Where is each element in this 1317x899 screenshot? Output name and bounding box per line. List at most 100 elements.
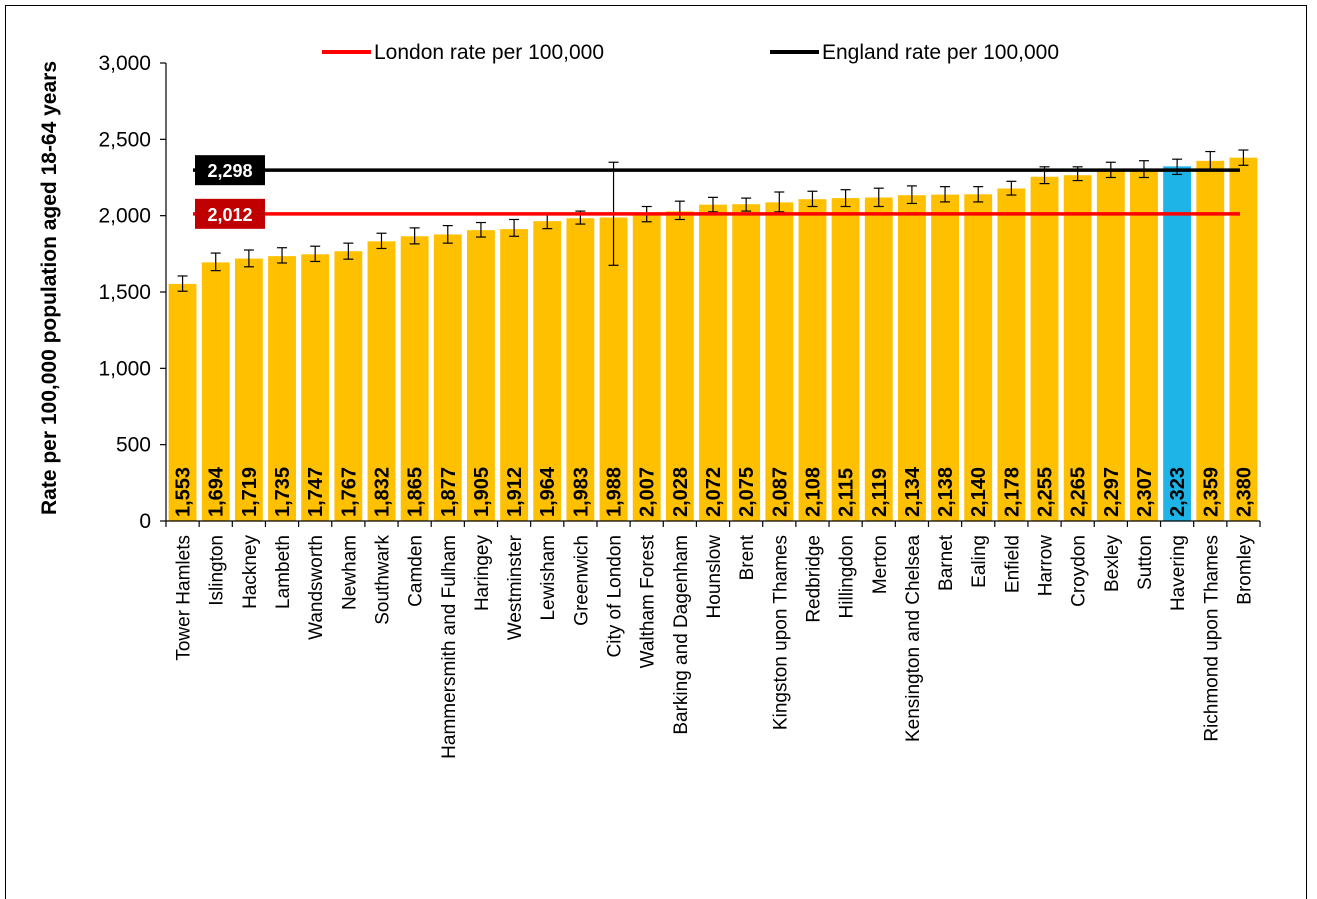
data-label: 2,108 [802,467,824,517]
x-tick-label: Bromley [1234,535,1255,605]
bar [931,194,959,521]
bar [433,234,462,521]
reference-label: 2,298 [207,161,252,181]
data-label: 2,007 [637,467,659,517]
data-label: 1,905 [471,467,493,517]
y-tick-label: 1,000 [98,357,151,380]
data-label: 2,072 [703,467,725,517]
data-label: 2,255 [1035,467,1057,517]
y-tick-label: 3,000 [98,52,151,75]
data-label: 1,719 [239,467,261,517]
bar [467,230,495,522]
bar [732,204,761,521]
bar [533,221,562,522]
x-tick-label: Kingston upon Thames [770,535,791,730]
x-tick-label: Hillingdon [837,535,858,618]
data-label: 2,265 [1068,467,1090,517]
x-tick-label: Waltham Forest [638,534,659,668]
legend: London rate per 100,000 England rate per… [322,41,1059,64]
bar [897,195,926,521]
data-label: 2,323 [1167,467,1189,517]
reference-label: 2,012 [207,205,252,225]
x-tick-label: Lambeth [273,535,294,609]
x-tick-label: Camden [406,535,427,607]
bar [632,214,661,521]
x-tick-label: Greenwich [571,535,592,626]
bar [400,236,429,521]
x-tick-label: Ealing [969,535,990,588]
bar [301,254,330,522]
y-tick-label: 1,500 [98,281,151,304]
data-label: 2,087 [769,467,791,517]
bar [798,199,827,522]
x-tick-label: Hounslow [704,535,725,619]
bar [1130,168,1158,521]
x-tick-label: Haringey [472,535,493,612]
x-tick-label: Hammersmith and Fulham [439,535,460,759]
data-label: 2,119 [869,468,891,517]
data-label: 1,865 [405,467,427,517]
x-tick-label: Croydon [1069,535,1090,607]
data-label: 2,140 [968,467,990,517]
x-tick-label: Islington [207,535,228,606]
x-tick-label: Hackney [240,535,261,609]
x-tick-label: Westminster [505,534,526,640]
y-tick-label: 2,000 [98,205,151,228]
bar [665,211,694,521]
x-tick-label: Lewisham [538,535,559,621]
bar [1030,176,1059,521]
data-label: 2,115 [836,468,858,517]
x-tick-label: Barnet [936,534,957,591]
bar [201,262,230,521]
data-label: 2,138 [935,467,957,517]
x-tick-label: Brent [737,534,758,580]
data-label: 1,553 [173,467,195,517]
bar [1063,175,1092,521]
x-tick-label: Sutton [1135,535,1156,590]
bar [699,204,727,521]
x-tick-label: Southwark [372,535,393,625]
y-tick-label: 500 [116,434,151,457]
y-tick-label: 0 [139,510,151,533]
data-label: 1,912 [504,467,526,517]
data-label: 1,735 [272,467,294,517]
data-label: 1,694 [206,466,228,517]
x-tick-label: Enfield [1002,535,1023,593]
data-label: 1,877 [438,467,460,517]
x-tick-label: City of London [605,535,626,658]
data-label: 2,359 [1200,467,1222,517]
x-tick-label: Richmond upon Thames [1201,535,1222,742]
reference-label-box [195,198,265,229]
y-tick-label: 2,500 [98,128,151,151]
data-label: 2,075 [736,467,758,517]
data-label: 1,988 [604,467,626,517]
data-label: 1,964 [537,466,559,517]
x-tick-label: Redbridge [803,535,824,623]
bar [1229,157,1258,522]
data-label: 1,747 [305,467,327,517]
chart-frame [5,5,1307,899]
x-tick-label: Tower Hamlets [174,535,195,661]
data-label: 1,832 [371,467,393,517]
x-tick-label: Havering [1168,535,1189,611]
x-tick-label: Barking and Dagenham [671,535,692,735]
data-label: 1,983 [570,467,592,517]
bar [268,256,296,521]
x-tick-label: Wandsworth [306,535,327,640]
bar [831,198,860,522]
bar [1096,170,1125,522]
bar [334,251,363,521]
bar [599,217,628,522]
bar [168,283,197,521]
x-tick-label: Merton [870,535,891,594]
bar [500,229,529,522]
x-tick-label: Harrow [1036,535,1057,597]
legend-label-england: England rate per 100,000 [822,41,1059,64]
bar [234,258,263,521]
data-label: 2,028 [670,467,692,517]
x-tick-label: Bexley [1102,535,1123,593]
bar [566,218,595,521]
reference-lines: 2,012 2,298 [193,155,1240,229]
x-tick-label: Kensington and Chelsea [903,535,924,742]
